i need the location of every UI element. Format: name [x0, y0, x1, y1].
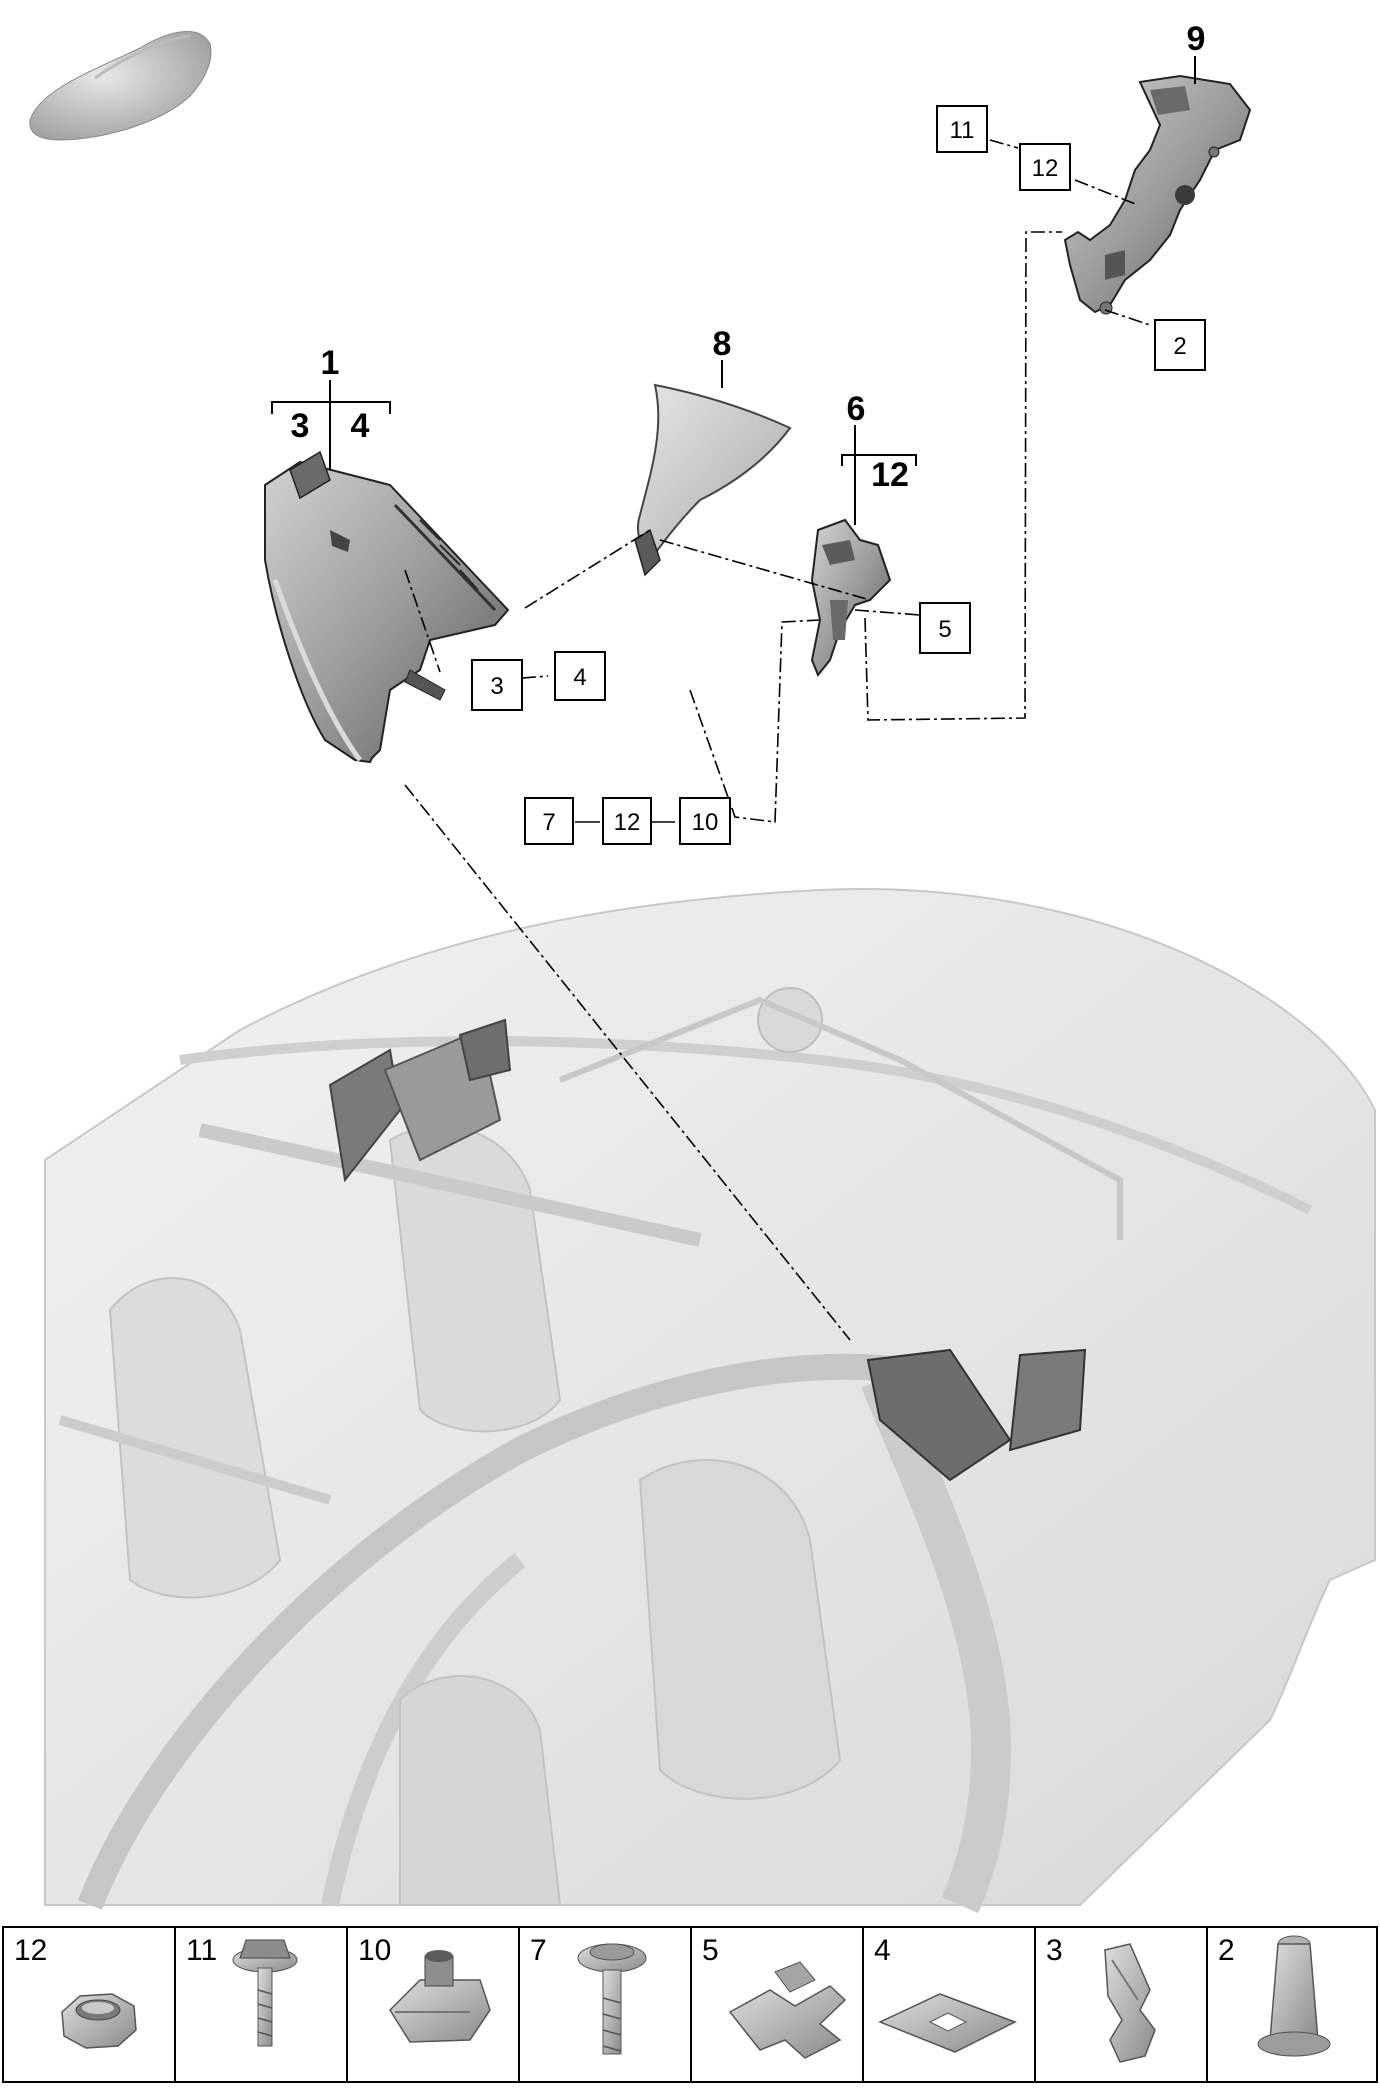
- reference-boxes: 11 12 2 5 3 4 7 12 10: [471, 105, 1206, 845]
- callout-6: 6: [847, 390, 866, 428]
- cap-nut-icon: [1257, 1935, 1331, 2057]
- flange-screw-icon: [232, 1939, 298, 2047]
- callout-1-sub-4: 4: [351, 407, 370, 445]
- legend-num-10: 10: [358, 1934, 391, 1967]
- callout-9: 9: [1187, 20, 1206, 58]
- part-9-bracket: [1063, 74, 1252, 315]
- box-12-bottom: 12: [614, 809, 641, 836]
- legend-num-7: 7: [530, 1934, 547, 1967]
- legend-num-2: 2: [1218, 1934, 1235, 1967]
- legend-num-12: 12: [14, 1934, 47, 1967]
- bolt-icon: [577, 1943, 647, 2055]
- spring-clip-icon: [728, 1961, 847, 2059]
- box-11: 11: [950, 117, 975, 144]
- box-7: 7: [542, 809, 555, 836]
- hex-nut-icon: [61, 1993, 137, 2049]
- callout-1: 1: [321, 344, 340, 382]
- vehicle-body-shell: [44, 887, 1376, 1914]
- box-3: 3: [490, 673, 503, 700]
- box-4: 4: [573, 664, 586, 691]
- callout-8: 8: [713, 325, 732, 363]
- legend-num-3: 3: [1046, 1934, 1063, 1967]
- legend-num-4: 4: [874, 1934, 891, 1967]
- part-6-bracket: [810, 518, 892, 677]
- callout-brackets: [271, 56, 1196, 525]
- box-10: 10: [692, 809, 719, 836]
- callout-labels: 1 3 4 8 6 12 9: [291, 20, 1206, 494]
- pad-icon: [878, 1993, 1017, 2053]
- fastener-legend: 12 11 10 7 5: [2, 1926, 1378, 2083]
- callout-1-sub-3: 3: [291, 407, 310, 445]
- box-5: 5: [938, 616, 951, 643]
- part-8-cover-panel: [634, 383, 792, 577]
- part-1-trim-panel: [264, 450, 510, 764]
- vehicle-thumbnail-icon: [29, 31, 212, 141]
- legend-num-11: 11: [186, 1934, 217, 1967]
- callout-6-sub-12: 12: [871, 456, 909, 494]
- clip-nut-icon: [389, 1950, 491, 2043]
- box-2: 2: [1173, 333, 1186, 360]
- retaining-clip-icon: [1104, 1943, 1156, 2063]
- leader-lines: [404, 139, 1151, 1341]
- legend-num-5: 5: [702, 1934, 719, 1967]
- box-12-top: 12: [1032, 155, 1059, 182]
